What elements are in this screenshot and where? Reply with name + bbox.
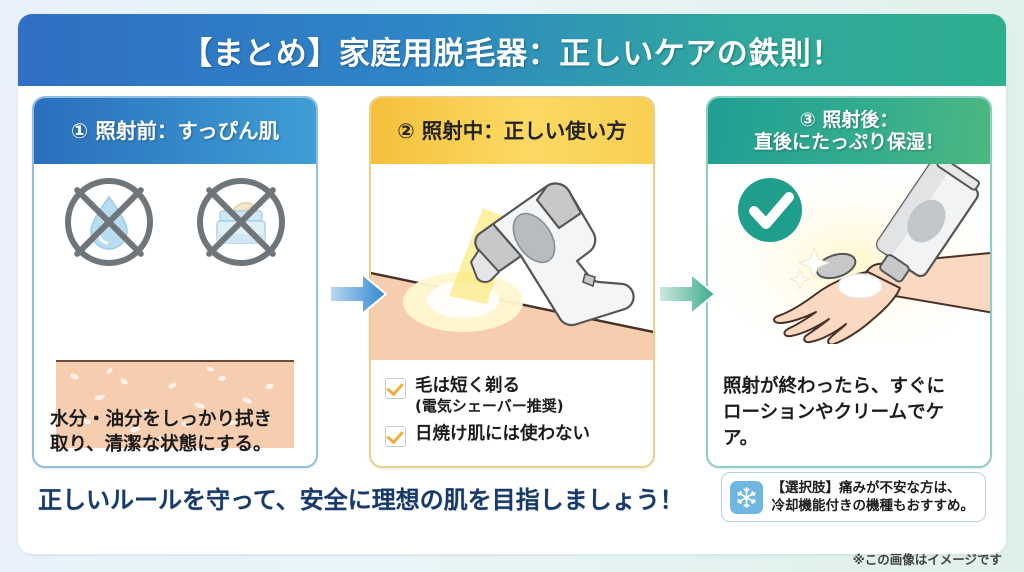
- panel-step3-body: 照射が終わったら、すぐに ローションやクリームでケア。: [708, 164, 990, 466]
- checklist-item-main: 日焼け肌には使わない: [415, 424, 590, 444]
- page-title: 【まとめ】家庭用脱毛器：正しいケアの鉄則！: [181, 35, 843, 72]
- cooling-option-note: 【選択肢】痛みが不安な方は、 冷却機能付きの機種もおすすめ。: [720, 471, 986, 523]
- panel-step3-after: ③ 照射後： 直後にたっぷり保湿！: [706, 96, 992, 468]
- infographic-card: 【まとめ】家庭用脱毛器：正しいケアの鉄則！ ① 照射前：すっぴん肌: [18, 14, 1006, 554]
- panel-step3-illustration: [708, 164, 990, 344]
- footer-row: 正しいルールを守って、安全に理想の肌を目指しましょう！ 【選択肢】痛みが不安な方…: [18, 466, 1006, 528]
- snowflake-icon: [729, 480, 763, 514]
- panel-step2-checklist: 毛は短く剃る (電気シェーバー推奨) 日焼け肌には使わない: [385, 375, 643, 454]
- panel-step1-heading: ① 照射前：すっぴん肌: [70, 118, 280, 143]
- panel-step1-text: 水分・油分をしっかり拭き 取り、清潔な状態にする。: [50, 408, 273, 456]
- panel-step1-header: ① 照射前：すっぴん肌: [34, 98, 316, 164]
- panel-step2-heading: ② 照射中：正しい使い方: [397, 118, 627, 143]
- sparkle-icon: [789, 246, 831, 291]
- steps-row: ① 照射前：すっぴん肌: [18, 86, 1006, 468]
- checklist-item: 毛は短く剃る (電気シェーバー推奨): [385, 375, 643, 416]
- checklist-item: 日焼け肌には使わない: [385, 423, 643, 447]
- checklist-item-main: 毛は短く剃る: [415, 376, 520, 397]
- skin-texture-band: [56, 360, 294, 448]
- lotion-care-illustration: [708, 164, 990, 344]
- prohibition-ring: [197, 178, 285, 266]
- footer-slogan: 正しいルールを守って、安全に理想の肌を目指しましょう！: [38, 485, 684, 514]
- panel-step3-text: 照射が終わったら、すぐに ローションやクリームでケア。: [723, 376, 946, 450]
- checklist-item-sub: (電気シェーバー推奨): [415, 397, 564, 416]
- panel-step2-header: ② 照射中：正しい使い方: [371, 98, 653, 164]
- arrow-step2-to-step3: [657, 272, 717, 316]
- lotion-tube-icon: [875, 164, 980, 283]
- hand-icon: [773, 271, 901, 344]
- checkbox-checked-icon: [385, 378, 406, 400]
- panel-step2-body: 毛は短く剃る (電気シェーバー推奨) 日焼け肌には使わない: [371, 164, 653, 466]
- checkbox-checked-icon: [385, 426, 406, 447]
- hair-removal-device-icon: [469, 182, 635, 327]
- title-bar: 【まとめ】家庭用脱毛器：正しいケアの鉄則！: [18, 14, 1006, 86]
- panel-step2-illustration: [371, 164, 653, 360]
- panel-step1-before: ① 照射前：すっぴん肌: [32, 96, 318, 468]
- image-disclaimer: ※この画像はイメージです: [852, 552, 1002, 567]
- no-cream-jar-icon: [197, 178, 285, 266]
- panel-step1-illustration: [34, 164, 316, 448]
- tube-cap-icon: [815, 252, 857, 280]
- panel-step3-header: ③ 照射後： 直後にたっぷり保湿！: [708, 98, 990, 164]
- panel-step3-heading-line1: ③ 照射後：: [799, 108, 899, 131]
- prohibition-ring: [65, 178, 153, 266]
- arrow-step1-to-step2: [328, 272, 388, 316]
- device-on-skin-illustration: [371, 182, 653, 360]
- note-line1: 【選択肢】痛みが不安な方は、: [771, 479, 961, 496]
- no-water-icon: [65, 178, 153, 266]
- panel-step1-body: 水分・油分をしっかり拭き 取り、清潔な状態にする。: [34, 164, 316, 466]
- green-check-icon: [738, 178, 802, 242]
- note-line2: 冷却機能付きの機種もおすすめ。: [771, 498, 975, 514]
- panel-step3-heading-line2: 直後にたっぷり保湿！: [753, 131, 944, 153]
- panel-step2-during: ② 照射中：正しい使い方: [369, 96, 655, 468]
